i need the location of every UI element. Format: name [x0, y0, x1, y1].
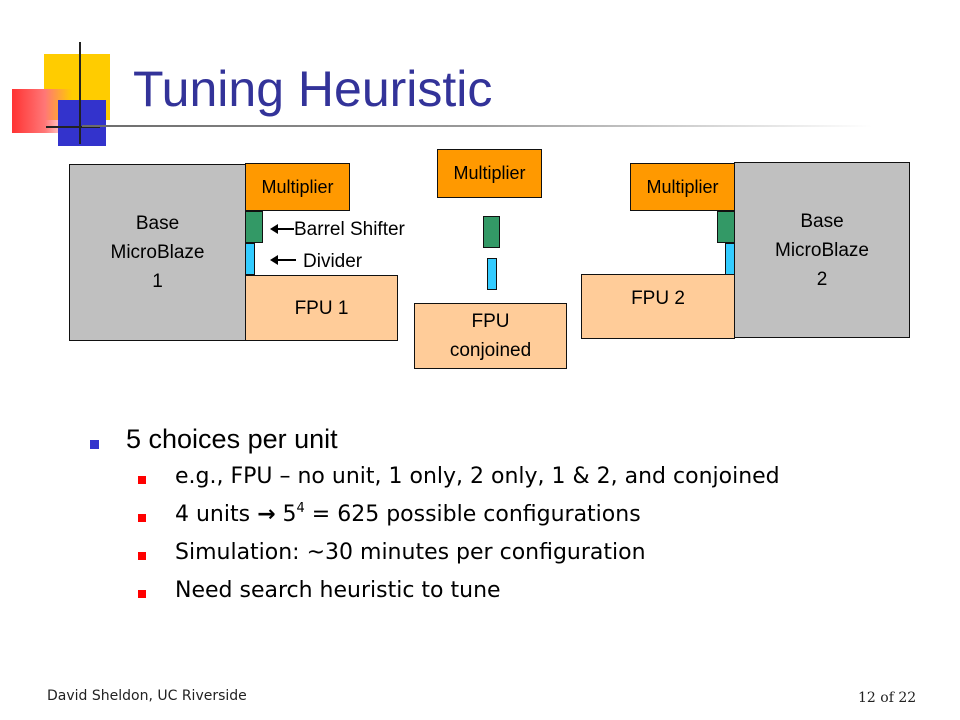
sub-bullet-1: e.g., FPU – no unit, 1 only, 2 only, 1 &…: [90, 464, 930, 502]
sub-bullet-3-text: Simulation: ~30 minutes per configuratio…: [175, 540, 646, 565]
sub-bullet-marker: [138, 552, 146, 560]
sub-bullet-2-pre: 4 units: [175, 502, 258, 527]
sub-bullet-3: Simulation: ~30 minutes per configuratio…: [90, 540, 930, 578]
multiplier-right-label: Multiplier: [646, 176, 719, 197]
sub-bullet-2-post: = 625 possible configurations: [304, 502, 641, 527]
barrel-shifter-left: [245, 211, 263, 243]
fpu-1-label: FPU 1: [294, 297, 349, 319]
multiplier-left-label: Multiplier: [261, 176, 334, 197]
barrel-shifter-right: [717, 211, 735, 243]
sub-bullet-marker: [138, 514, 146, 522]
fpu-2-label: FPU 2: [631, 288, 685, 309]
logo-blue-square: [58, 100, 106, 146]
base1-line1: Base: [135, 213, 180, 234]
sub-bullet-4: Need search heuristic to tune: [90, 578, 930, 616]
bullet-main: 5 choices per unit: [90, 424, 930, 464]
footer-author: David Sheldon, UC Riverside: [47, 688, 247, 704]
sub-bullet-marker: [138, 590, 146, 598]
base2-line1: Base: [800, 210, 844, 232]
barrel-shifter-center: [483, 216, 500, 248]
fpu-conjoined-line2: conjoined: [449, 340, 532, 361]
sub-bullet-4-text: Need search heuristic to tune: [175, 578, 501, 603]
sub-bullet-2: 4 units → 54 = 625 possible configuratio…: [90, 502, 930, 540]
barrel-shifter-label: Barrel Shifter: [294, 219, 405, 240]
right-arrow-icon: →: [257, 502, 276, 527]
footer-page-number: 12 of 22: [858, 690, 917, 706]
base-microblaze-1-box: Base MicroBlaze 1: [69, 164, 246, 341]
sub-bullet-marker: [138, 476, 146, 484]
multiplier-left-box: Multiplier: [245, 163, 350, 211]
slide-title: Tuning Heuristic: [133, 61, 493, 117]
base1-line3: 1: [152, 271, 163, 292]
bullet-marker: [90, 440, 99, 449]
divider-center: [487, 258, 497, 290]
bullet-list: 5 choices per unit e.g., FPU – no unit, …: [90, 424, 930, 616]
sub-bullet-1-text: e.g., FPU – no unit, 1 only, 2 only, 1 &…: [175, 464, 780, 489]
bullet-main-text: 5 choices per unit: [126, 424, 338, 454]
multiplier-center-box: Multiplier: [437, 149, 542, 198]
logo-vertical-line: [79, 42, 81, 144]
multiplier-right-box: Multiplier: [630, 163, 735, 211]
divider-left: [245, 243, 255, 275]
base2-line3: 2: [816, 268, 828, 290]
base1-line2: MicroBlaze: [110, 242, 205, 263]
fpu-conjoined-line1: FPU: [471, 311, 510, 332]
divider-label: Divider: [303, 251, 363, 272]
fpu-1-box: FPU 1: [245, 275, 398, 341]
base2-line2: MicroBlaze: [775, 239, 869, 261]
barrel-shifter-arrow: [270, 224, 294, 234]
sub-bullet-2-base: 5: [275, 502, 297, 527]
fpu-2-box: FPU 2: [581, 274, 735, 339]
sub-bullet-2-exponent: 4: [296, 501, 305, 516]
fpu-conjoined-box: FPU conjoined: [414, 303, 567, 369]
divider-arrow: [270, 255, 296, 265]
base-microblaze-2-box: Base MicroBlaze 2: [734, 162, 910, 338]
title-underline: [82, 125, 872, 127]
logo-horizontal-line: [46, 126, 100, 128]
multiplier-center-label: Multiplier: [453, 163, 526, 183]
